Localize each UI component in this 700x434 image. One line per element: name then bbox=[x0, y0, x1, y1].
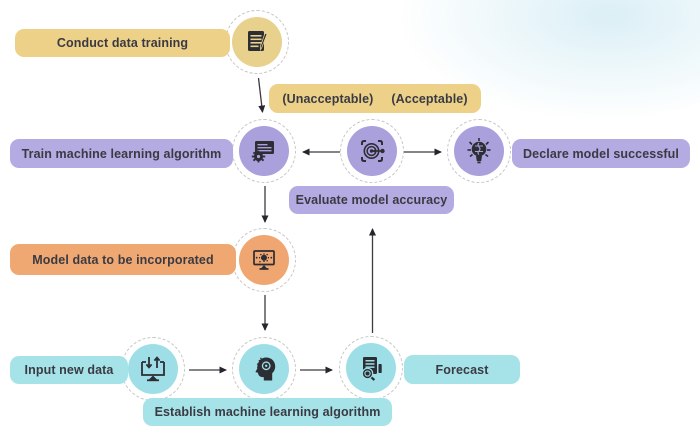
declare-successful-node bbox=[447, 119, 511, 183]
conduct-node-disc bbox=[232, 17, 282, 67]
establish-algorithm-label: Establish machine learning algorithm bbox=[143, 398, 392, 426]
train-algorithm-label: Train machine learning algorithm bbox=[10, 139, 233, 168]
model-data-node bbox=[232, 228, 296, 292]
declare-model-successful-label: Declare model successful bbox=[512, 139, 690, 168]
establish-algorithm-text: Establish machine learning algorithm bbox=[154, 405, 381, 419]
evaluate-model-accuracy-label: Evaluate model accuracy bbox=[289, 186, 454, 214]
forecast-label: Forecast bbox=[404, 355, 520, 384]
establish-node-disc bbox=[239, 344, 289, 394]
model-data-node-disc bbox=[239, 235, 289, 285]
train-node-disc bbox=[239, 126, 289, 176]
decision-outcome-label: (Unacceptable) (Acceptable) bbox=[269, 84, 481, 113]
brain-bulb-icon bbox=[463, 135, 495, 167]
conduct-data-training-text: Conduct data training bbox=[56, 36, 189, 50]
forecast-text: Forecast bbox=[435, 362, 489, 377]
acceptable-text: (Acceptable) bbox=[391, 91, 468, 106]
forecast-node bbox=[339, 336, 403, 400]
evaluate-model-accuracy-text: Evaluate model accuracy bbox=[295, 193, 448, 207]
arrow-conduct-to-train bbox=[257, 77, 266, 113]
input-new-data-label: Input new data bbox=[10, 356, 128, 384]
evaluate-accuracy-node bbox=[340, 119, 404, 183]
monitor-gear-icon bbox=[248, 244, 280, 276]
document-magnifier-icon bbox=[355, 352, 387, 384]
train-algorithm-text: Train machine learning algorithm bbox=[21, 146, 222, 161]
input-new-data-node bbox=[121, 337, 185, 401]
data-transfer-monitor-icon bbox=[136, 352, 170, 386]
model-data-incorporated-label: Model data to be incorporated bbox=[10, 244, 236, 275]
input-new-data-text: Input new data bbox=[24, 363, 114, 377]
target-focus-icon bbox=[356, 135, 388, 167]
declare-model-successful-text: Declare model successful bbox=[523, 146, 679, 161]
notepad-pencil-icon bbox=[241, 26, 273, 58]
conduct-data-training-node bbox=[225, 10, 289, 74]
unacceptable-text: (Unacceptable) bbox=[282, 91, 374, 106]
evaluate-node-disc bbox=[347, 126, 397, 176]
establish-algorithm-node bbox=[232, 337, 296, 401]
train-algorithm-node bbox=[232, 119, 296, 183]
model-data-incorporated-text: Model data to be incorporated bbox=[32, 252, 214, 267]
presentation-gear-icon bbox=[248, 135, 280, 167]
declare-node-disc bbox=[454, 126, 504, 176]
input-node-disc bbox=[128, 344, 178, 394]
head-gear-icon bbox=[248, 353, 280, 385]
forecast-node-disc bbox=[346, 343, 396, 393]
conduct-data-training-label: Conduct data training bbox=[15, 29, 230, 57]
